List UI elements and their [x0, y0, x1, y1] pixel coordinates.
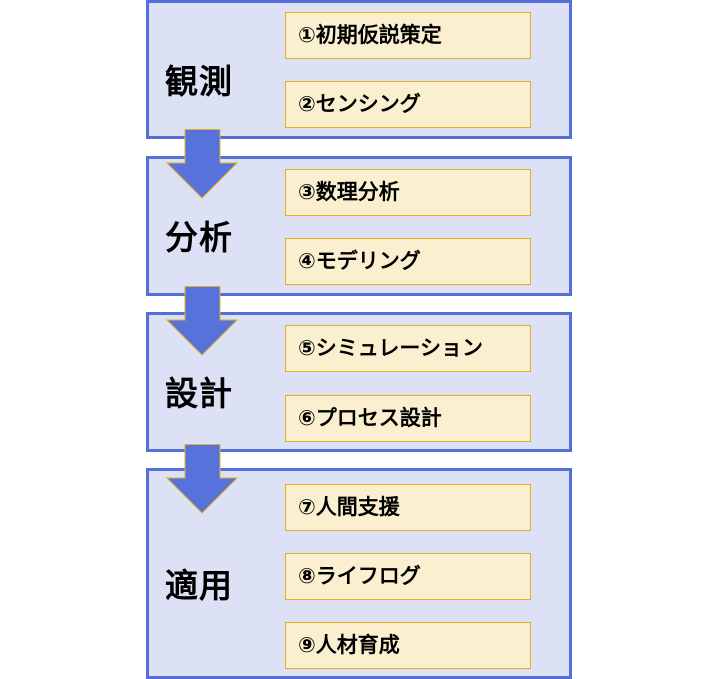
step-item: ⑥プロセス設計: [285, 395, 531, 442]
group-analysis: 分析 ③数理分析 ④モデリング: [146, 156, 572, 296]
step-item: ③数理分析: [285, 169, 531, 216]
group-label: 設計: [165, 374, 233, 413]
step-item: ⑧ライフログ: [285, 553, 531, 600]
step-item: ⑦人間支援: [285, 484, 531, 531]
step-item: ⑨人材育成: [285, 622, 531, 669]
down-arrow-icon: [166, 286, 238, 356]
group-application: 適用 ⑦人間支援 ⑧ライフログ ⑨人材育成: [146, 468, 572, 679]
down-arrow-icon: [166, 444, 238, 514]
step-item: ①初期仮説策定: [285, 12, 531, 59]
down-arrow-icon: [166, 129, 238, 199]
step-item: ②センシング: [285, 81, 531, 128]
group-label: 分析: [165, 218, 233, 257]
group-observation: 観測 ①初期仮説策定 ②センシング: [146, 0, 572, 139]
step-item: ⑤シミュレーション: [285, 325, 531, 372]
group-label: 観測: [165, 62, 233, 101]
group-label: 適用: [165, 566, 233, 605]
step-item: ④モデリング: [285, 238, 531, 285]
group-design: 設計 ⑤シミュレーション ⑥プロセス設計: [146, 312, 572, 452]
